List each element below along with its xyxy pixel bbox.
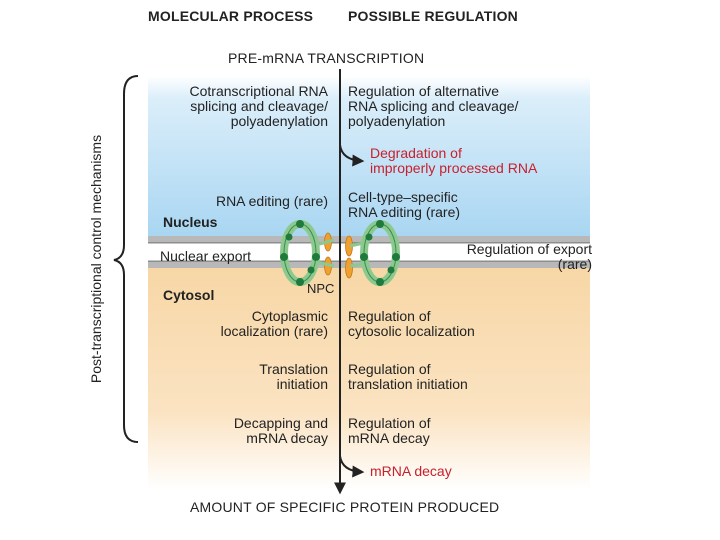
degradation-arrow xyxy=(339,144,365,167)
header-possible-regulation: POSSIBLE REGULATION xyxy=(348,8,518,24)
side-label: Post-transcriptional control mechanisms xyxy=(88,134,104,384)
nucleus-region xyxy=(148,76,590,236)
decay-arrow xyxy=(339,455,365,478)
process-editing: RNA editing (rare) xyxy=(215,193,328,209)
outcome-degradation: Degradation of improperly processed RNA xyxy=(370,145,538,176)
nuclear-pore-left xyxy=(280,220,320,286)
label-npc: NPC xyxy=(307,281,335,296)
process-translation: Translation initiation xyxy=(259,361,328,392)
regulation-splicing: Regulation of alternative RNA splicing a… xyxy=(348,83,519,129)
regulation-translation: Regulation of translation initiation xyxy=(348,361,468,392)
brace xyxy=(113,75,139,443)
nuclear-pore-right xyxy=(360,220,400,286)
header-molecular-process: MOLECULAR PROCESS xyxy=(148,8,314,24)
process-splicing: Cotranscriptional RNA splicing and cleav… xyxy=(189,83,329,129)
bottom-caption: AMOUNT OF SPECIFIC PROTEIN PRODUCED xyxy=(190,499,500,515)
regulation-decay: Regulation of mRNA decay xyxy=(348,415,431,446)
regulation-export: Regulation of export (rare) xyxy=(466,241,592,272)
label-nucleus: Nucleus xyxy=(163,214,218,230)
process-decay: Decapping and mRNA decay xyxy=(233,415,328,446)
process-export: Nuclear export xyxy=(160,248,252,264)
regulation-editing: Cell-type–specific RNA editing (rare) xyxy=(348,189,461,220)
cytosol-region xyxy=(148,268,590,490)
npc-fibrils xyxy=(315,232,353,279)
regulation-localization: Regulation of cytosolic localization xyxy=(348,308,475,339)
outcome-mrna-decay: mRNA decay xyxy=(370,463,452,479)
process-localization: Cytoplasmic localization (rare) xyxy=(220,308,328,339)
nuclear-envelope xyxy=(148,236,590,268)
label-cytosol: Cytosol xyxy=(163,287,215,303)
top-caption: PRE-mRNA TRANSCRIPTION xyxy=(228,50,425,66)
